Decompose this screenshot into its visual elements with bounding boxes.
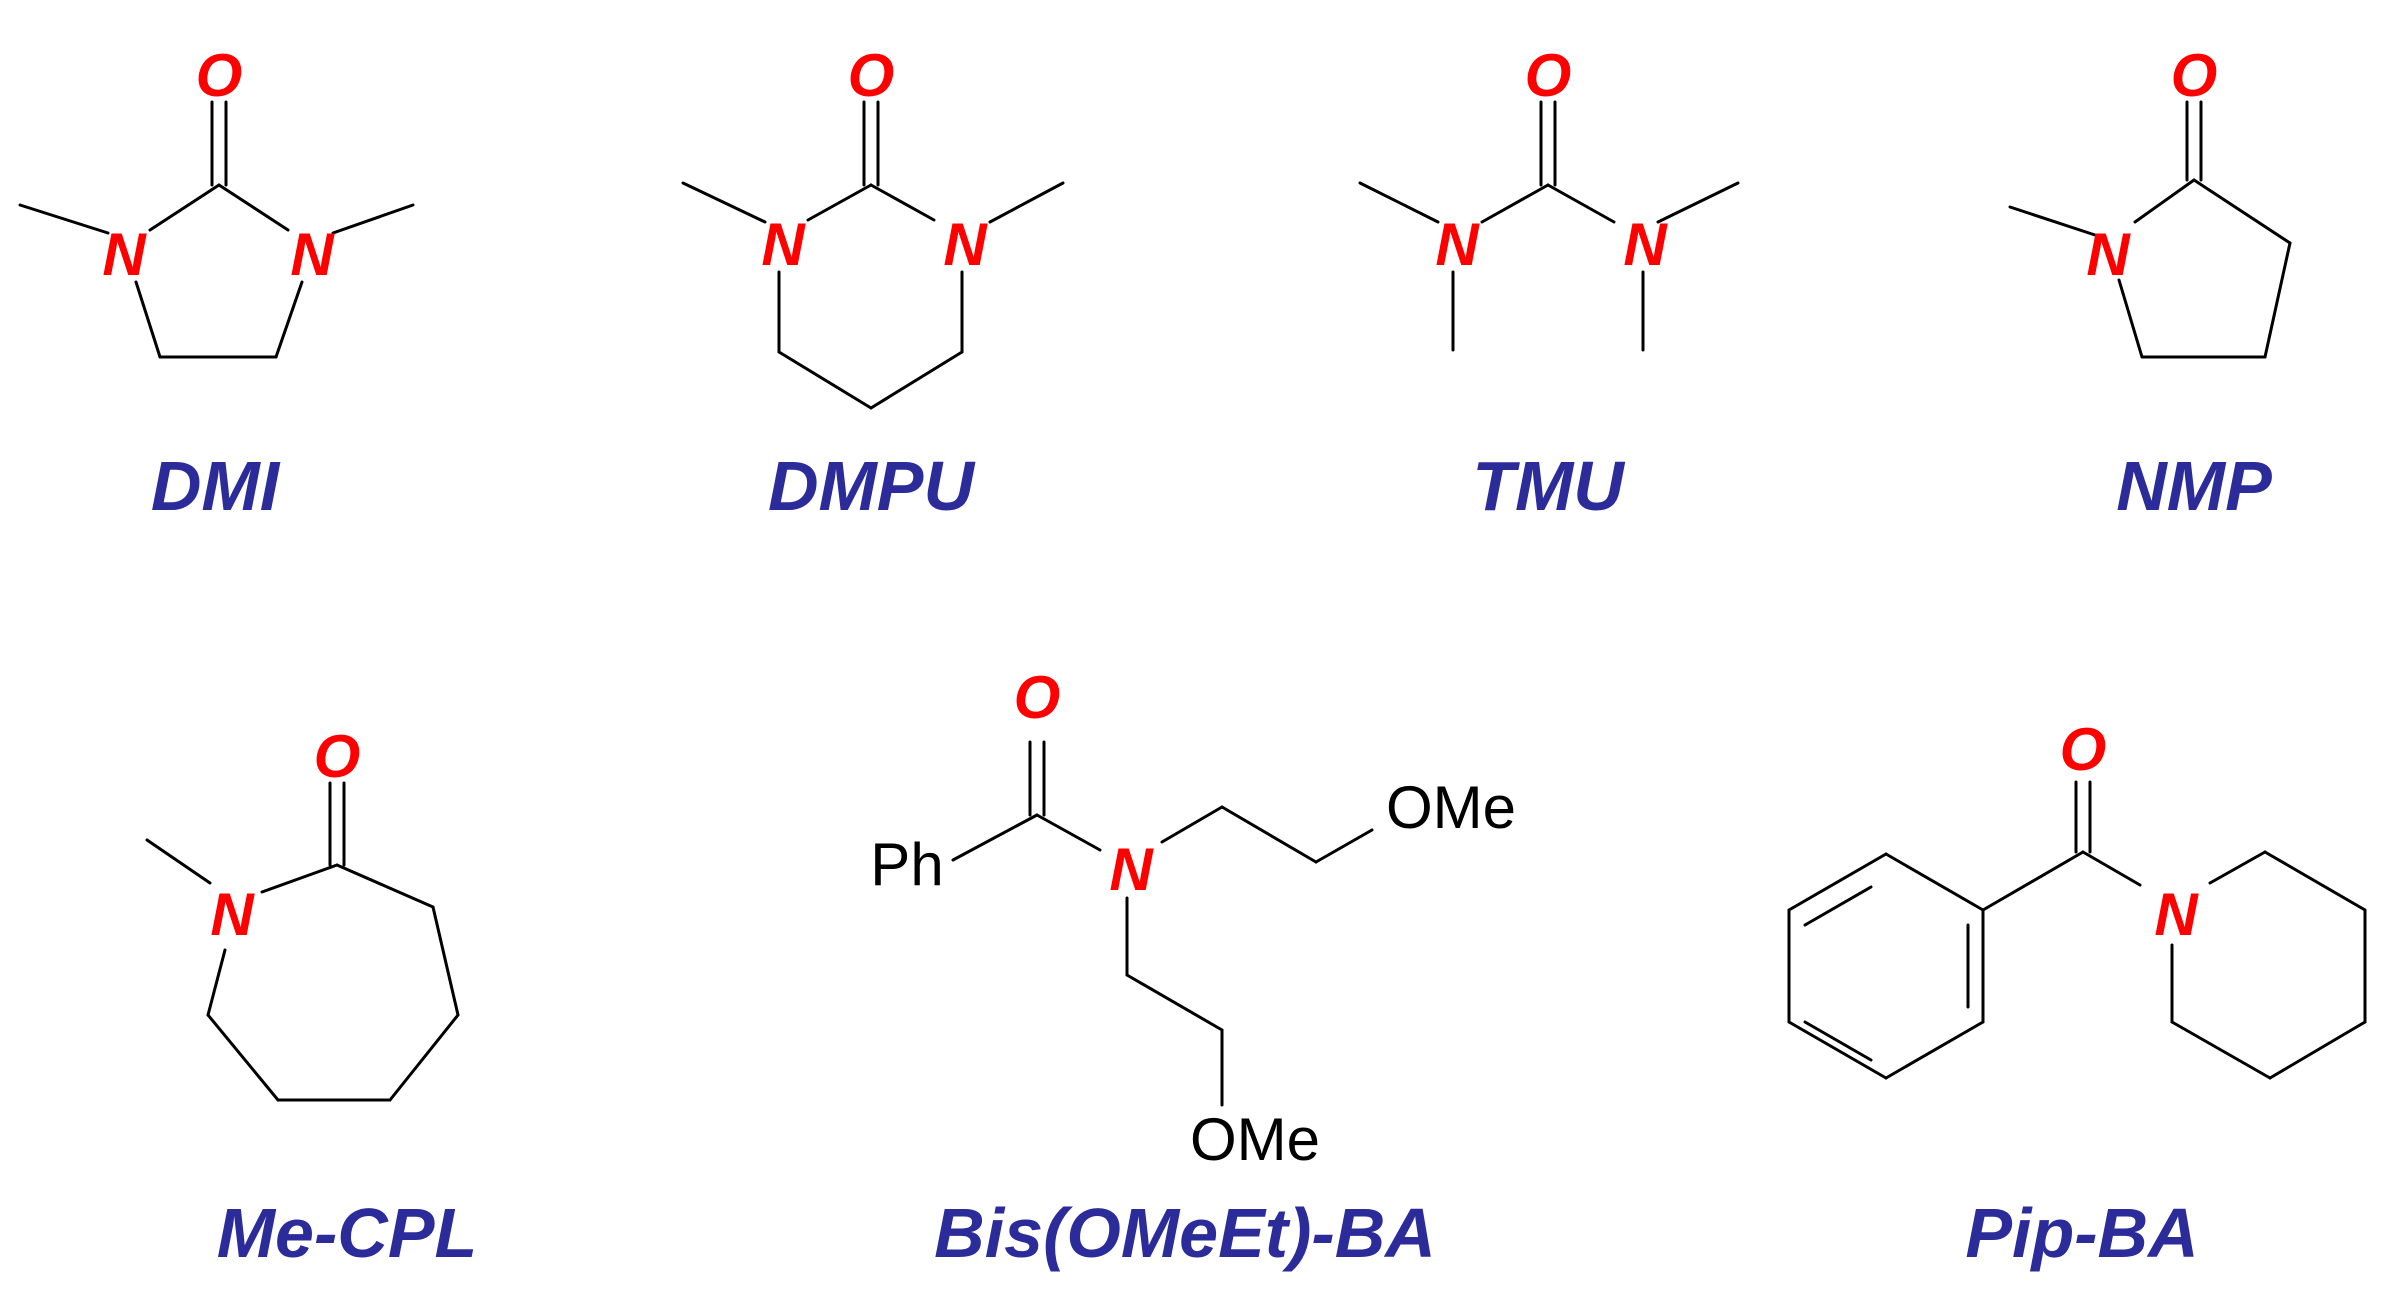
nitrogen-atom: N xyxy=(1435,211,1480,278)
bonds xyxy=(18,100,415,359)
molecule-nmp: O N NMP xyxy=(2008,42,2292,525)
methoxy-group: OMe xyxy=(1190,1106,1320,1173)
molecule-me-cpl: O N Me-CPL xyxy=(145,723,478,1272)
methoxy-group: OMe xyxy=(1386,774,1516,841)
nitrogen-atom: N xyxy=(290,221,335,288)
bonds xyxy=(145,781,460,1102)
oxygen-atom: O xyxy=(1525,42,1572,109)
molecule-dmpu: O N N DMPU xyxy=(681,42,1065,525)
nitrogen-atom: N xyxy=(210,881,255,948)
bonds xyxy=(681,100,1065,410)
oxygen-atom: O xyxy=(2060,716,2107,783)
oxygen-atom: O xyxy=(314,723,361,790)
molecule-pip-ba: O N Pip-BA xyxy=(1787,716,2367,1272)
phenyl-group: Ph xyxy=(870,831,943,898)
bonds xyxy=(2008,100,2292,359)
molecule-label: Me-CPL xyxy=(217,1194,478,1272)
molecule-label: NMP xyxy=(2116,447,2272,525)
molecule-label: DMI xyxy=(151,447,281,525)
molecule-tmu: O N N TMU xyxy=(1358,42,1740,525)
bonds xyxy=(1358,100,1740,352)
bonds xyxy=(1787,780,2367,1080)
molecule-label: Bis(OMeEt)-BA xyxy=(934,1194,1436,1272)
oxygen-atom: O xyxy=(1014,664,1061,731)
oxygen-atom: O xyxy=(848,42,895,109)
molecule-dmi: O N N DMI xyxy=(18,42,415,525)
molecule-label: Pip-BA xyxy=(1965,1194,2198,1272)
nitrogen-atom: N xyxy=(761,211,806,278)
oxygen-atom: O xyxy=(196,42,243,109)
oxygen-atom: O xyxy=(2171,42,2218,109)
nitrogen-atom: N xyxy=(943,211,988,278)
bonds xyxy=(951,740,1374,1107)
nitrogen-atom: N xyxy=(1623,211,1668,278)
nitrogen-atom: N xyxy=(1109,836,1154,903)
molecule-label: DMPU xyxy=(768,447,976,525)
nitrogen-atom: N xyxy=(2154,881,2199,948)
nitrogen-atom: N xyxy=(102,221,147,288)
nitrogen-atom: N xyxy=(2086,221,2131,288)
molecule-label: TMU xyxy=(1472,447,1625,525)
molecule-bis-omeet-ba: O N Ph OMe OMe Bis(OMeEt)-BA xyxy=(870,664,1516,1272)
